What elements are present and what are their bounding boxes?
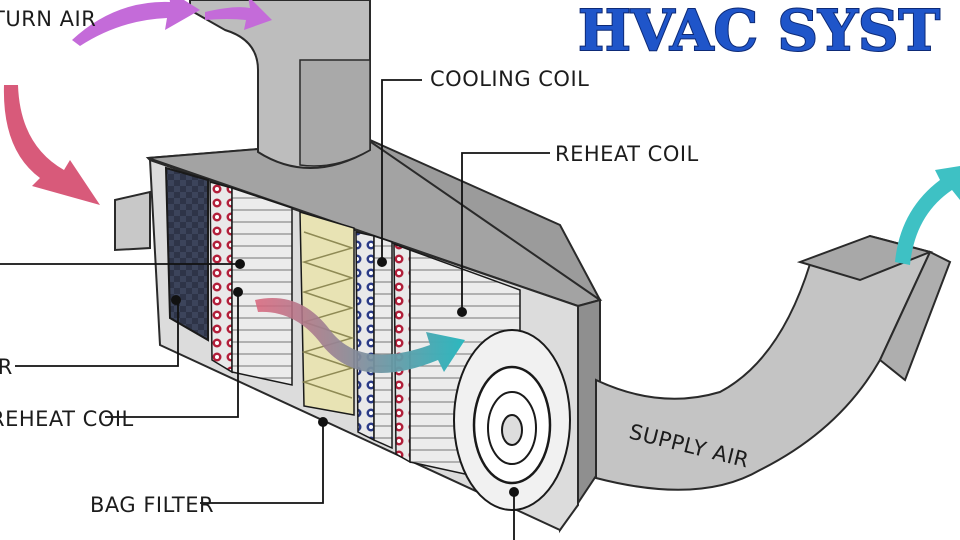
cooling-coil-label: COOLING COIL (430, 67, 589, 91)
left-filter-label: ER (0, 355, 13, 379)
supply-duct-side (878, 250, 952, 382)
cooling-fins (373, 234, 393, 450)
preheat-coil-label: REHEAT COIL (0, 407, 134, 431)
pre-filter (164, 166, 209, 342)
return-air-arrow (72, 0, 200, 46)
fan-ring-inner (487, 391, 537, 465)
return-duct-shade (299, 59, 371, 167)
return-air-label: TURN AIR (0, 7, 96, 31)
inlet-duct (114, 190, 151, 252)
bag-filter-pleats (301, 231, 355, 399)
inlet-air-arrow (3, 85, 100, 205)
reheat-coil-label: REHEAT COIL (555, 142, 699, 166)
flow-arrow (255, 298, 465, 373)
return-air-arrow-right (205, 0, 272, 30)
bag-filter-label: BAG FILTER (90, 493, 214, 517)
cooling-coil (355, 231, 375, 442)
fan-hub (501, 414, 523, 446)
preheat-fins (231, 186, 293, 386)
supply-duct (595, 234, 932, 491)
page-title: HVAC SYST (578, 0, 940, 64)
preheat-coil (209, 181, 233, 374)
supply-air-arrow (895, 166, 960, 265)
